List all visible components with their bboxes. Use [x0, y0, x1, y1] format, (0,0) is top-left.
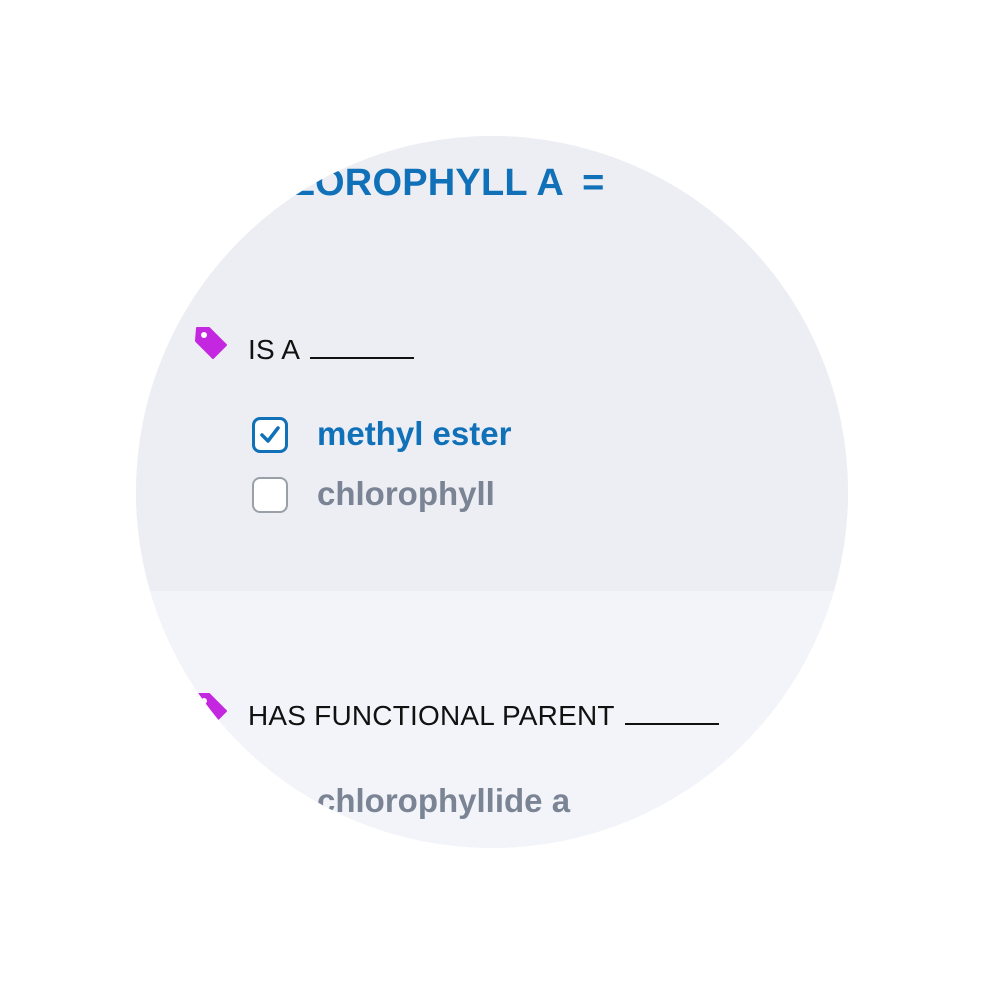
relation-label-is-a: IS A [248, 333, 415, 366]
option-label-chlorophyllide-a[interactable]: chlorophyllide a [317, 782, 571, 819]
relation-label-text: HAS FUNCTIONAL PARENT [248, 700, 615, 731]
relation-label-has-functional-parent: HAS FUNCTIONAL PARENT [248, 699, 719, 732]
relation-section-is-a [136, 136, 848, 591]
page-title: HLOROPHYLL A = [264, 162, 604, 205]
zoom-lens: HLOROPHYLL A = IS A methyl ester chloroph… [136, 136, 848, 848]
checkbox-chlorophyllide-a[interactable] [252, 784, 288, 820]
checkmark-icon [260, 426, 280, 443]
tag-icon [194, 326, 228, 360]
relation-blank [310, 333, 415, 359]
option-label-chlorophyll[interactable]: chlorophyll [317, 475, 495, 512]
page-title-text: HLOROPHYLL A [264, 162, 565, 204]
page-title-equals: = [582, 162, 605, 204]
relation-label-text: IS A [248, 334, 301, 365]
option-label-methyl-ester[interactable]: methyl ester [317, 415, 512, 452]
tag-icon [194, 692, 228, 726]
checkbox-methyl-ester[interactable] [252, 417, 288, 453]
relation-blank [624, 699, 719, 725]
checkbox-chlorophyll[interactable] [252, 477, 288, 513]
